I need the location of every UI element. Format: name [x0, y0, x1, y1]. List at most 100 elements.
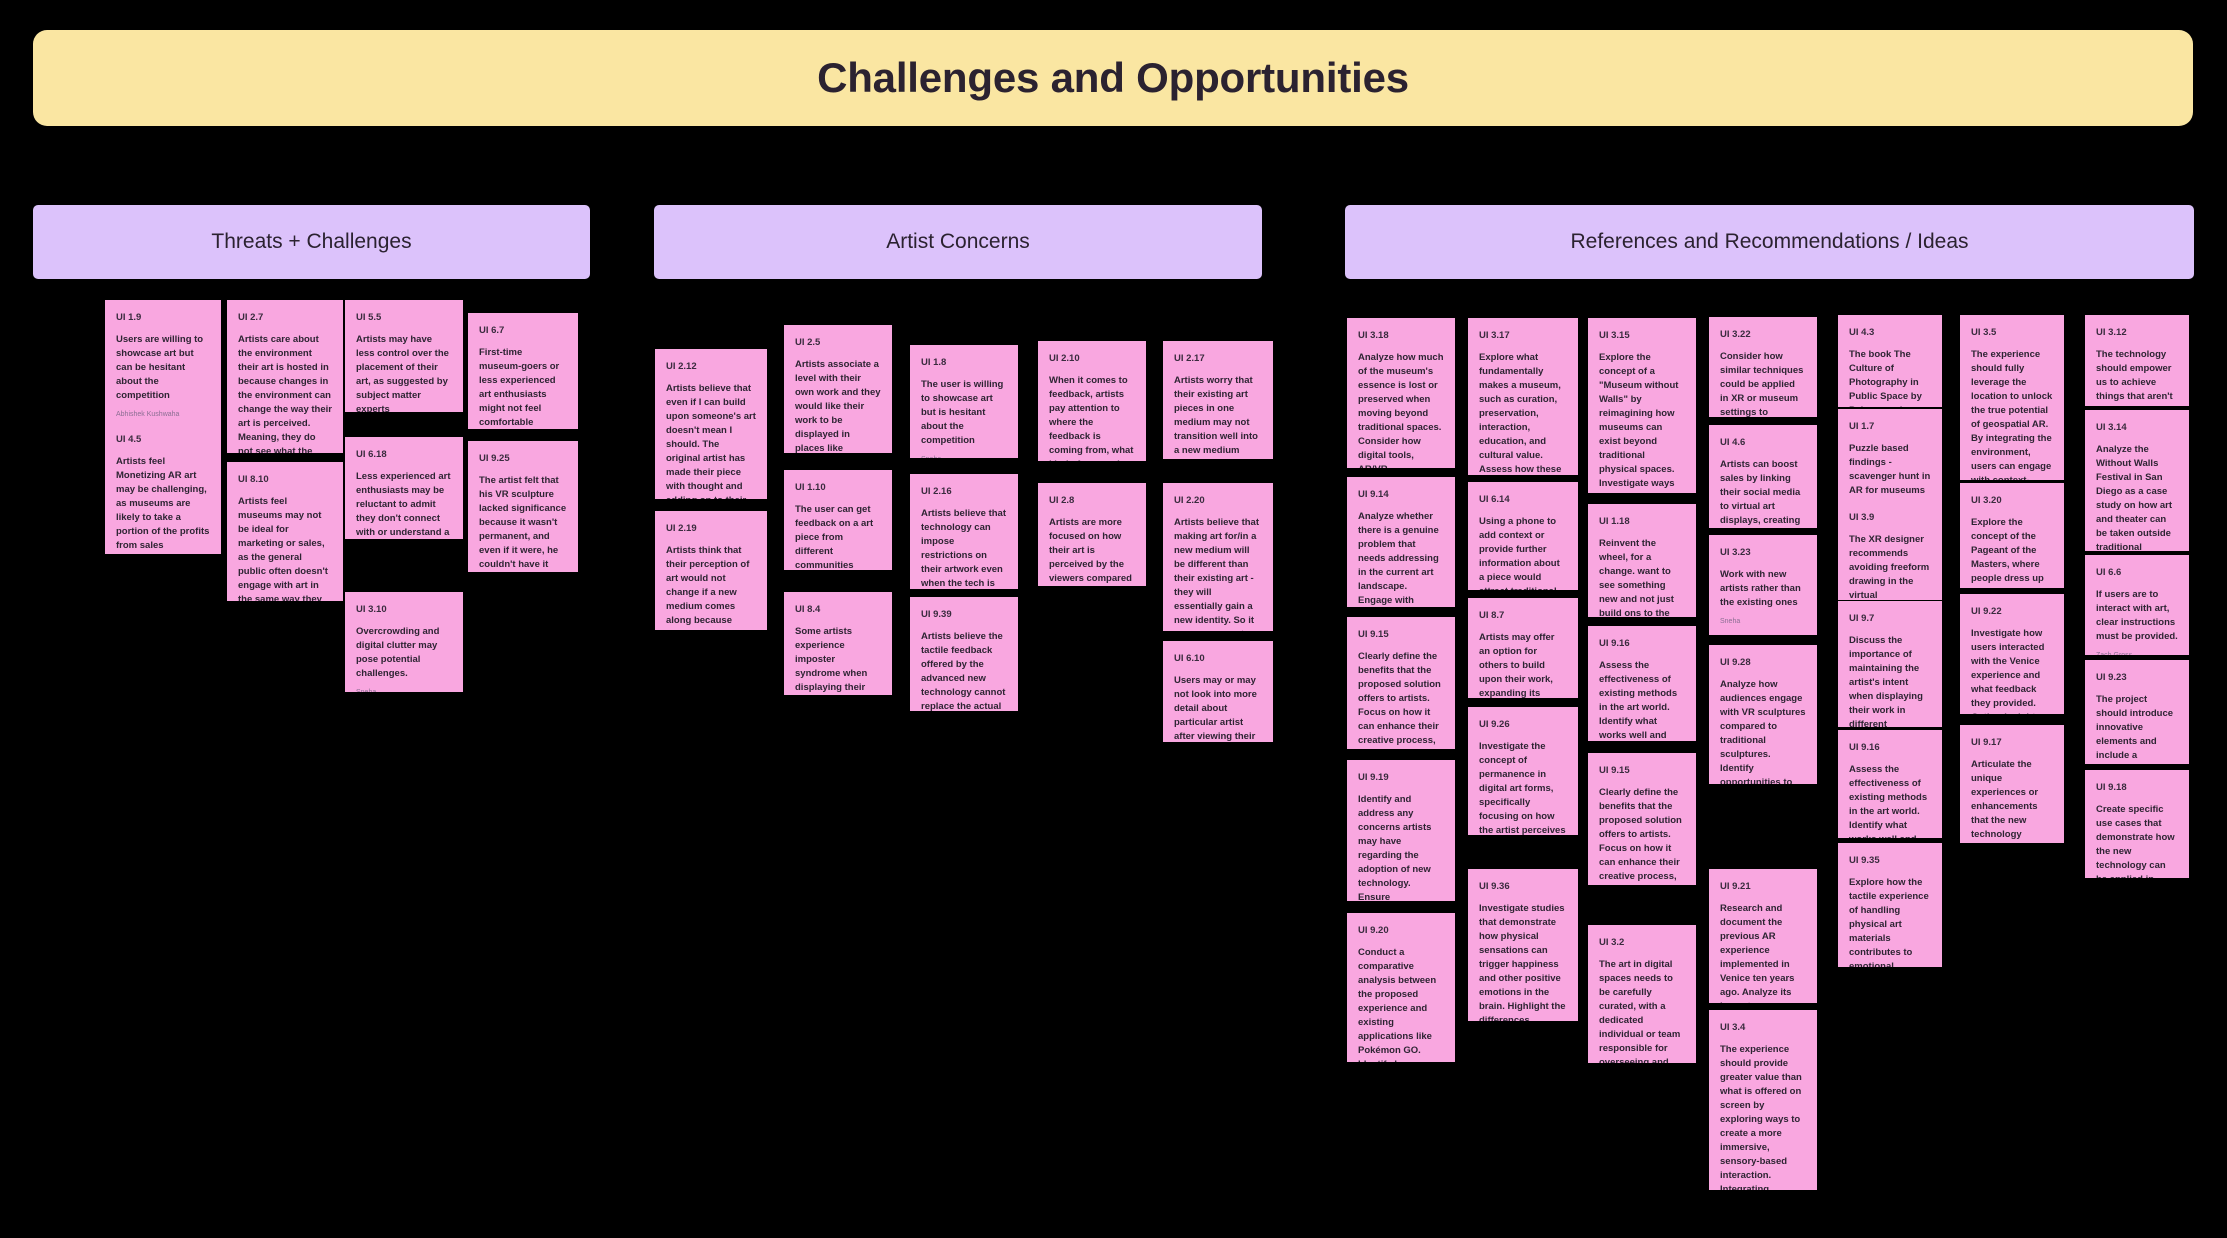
note-id: UI 2.16	[921, 486, 952, 497]
note-id: UI 2.8	[1049, 495, 1075, 506]
note-id: UI 3.20	[1971, 495, 2002, 506]
note-author: Sneha	[1720, 618, 1741, 626]
note-body: Puzzle based findings - scavenger hunt i…	[1849, 442, 1931, 509]
note-body: Artists think that their perception of a…	[666, 544, 750, 630]
note-body: Work with new artists rather than the ex…	[1720, 568, 1801, 608]
note-id: UI 9.22	[1971, 606, 2002, 617]
note-id: UI 3.15	[1599, 330, 1630, 341]
note-id: UI 6.14	[1479, 494, 1510, 505]
section-header-references-recommendations[interactable]: References and Recommendations / Ideas	[1345, 205, 2194, 279]
section-header-artist-concerns[interactable]: Artist Concerns	[654, 205, 1262, 279]
note-body: Overcrowding and digital clutter may pos…	[356, 625, 440, 680]
note-id: UI 9.28	[1720, 657, 1751, 668]
board-title-banner[interactable]: Challenges and Opportunities	[33, 30, 2193, 126]
note-id: UI 9.35	[1849, 855, 1880, 866]
note-id: UI 4.3	[1849, 327, 1875, 338]
note-id: UI 2.20	[1174, 495, 1205, 506]
note-id: UI 2.17	[1174, 353, 1205, 364]
note-body: Artists may have less control over the p…	[356, 333, 449, 412]
note-id: UI 5.5	[356, 312, 382, 323]
note-body: The art in digital spaces needs to be ca…	[1599, 958, 1681, 1063]
note-body: If users are to interact with art, clear…	[2096, 588, 2178, 643]
note-id: UI 3.14	[2096, 422, 2127, 433]
note-id: UI 3.2	[1599, 937, 1625, 948]
note-body: The experience should provide greater va…	[1720, 1043, 1802, 1190]
note-body: First-time museum-goers or less experien…	[479, 346, 560, 429]
note-id: UI 6.10	[1174, 653, 1205, 664]
note-author: Sneha	[921, 456, 1007, 458]
note-body: Artists believe that technology can impo…	[921, 507, 1006, 589]
section-header-threats-challenges[interactable]: Threats + Challenges	[33, 205, 590, 279]
note-id: UI 3.4	[1720, 1022, 1746, 1033]
note-body: Using a phone to add context or provide …	[1479, 515, 1560, 590]
note-id: UI 4.6	[1720, 437, 1746, 448]
note-id: UI 9.15	[1358, 629, 1389, 640]
note-body: Clearly define the benefits that the pro…	[1358, 650, 1441, 747]
note-body: Artists worry that their existing art pi…	[1174, 374, 1258, 457]
note-id: UI 9.23	[2096, 672, 2127, 683]
note-id: UI 3.17	[1479, 330, 1510, 341]
note-body: The project should introduce innovative …	[2096, 693, 2174, 762]
note-body: Discuss the importance of maintaining th…	[1849, 634, 1923, 727]
